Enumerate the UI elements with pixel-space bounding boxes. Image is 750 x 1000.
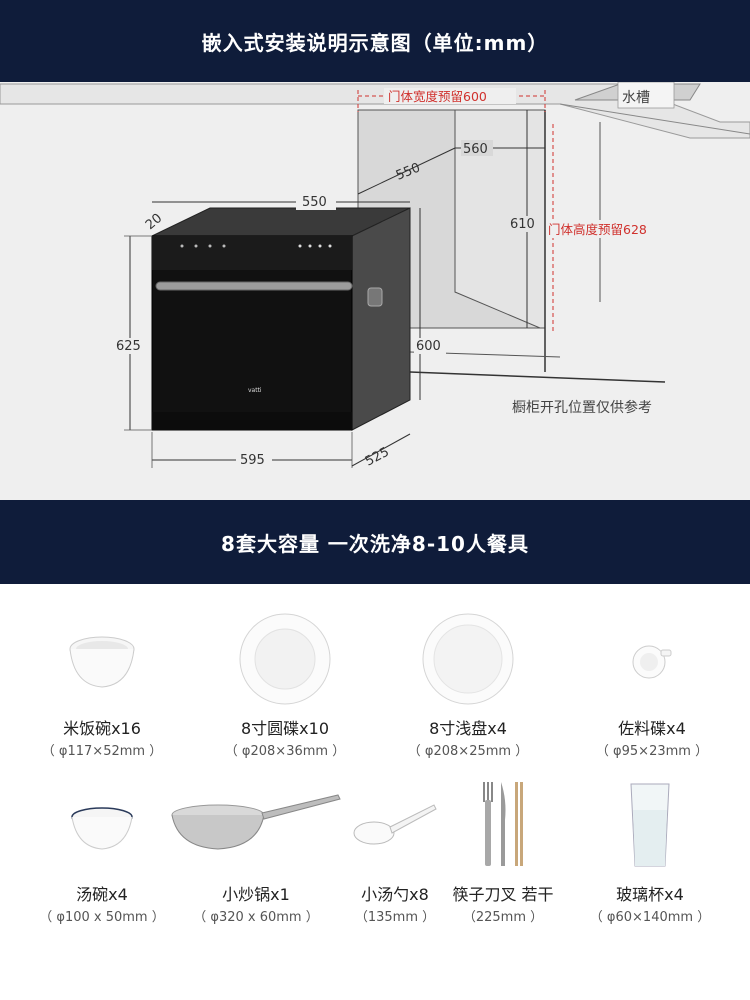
cabinet-note: 橱柜开孔位置仅供参考	[512, 399, 652, 416]
cabinet-niche-back	[454, 109, 546, 329]
item-size: （ φ320 x 60mm ）	[193, 910, 319, 925]
item-cutlery: 筷子刀叉 若干 （225mm ）	[413, 770, 593, 928]
cutlery-icon	[483, 782, 523, 866]
item-name: 小炒锅x1	[222, 885, 290, 904]
door-height-label: 门体高度预留628	[548, 222, 647, 237]
item-round-plate: 8寸圆碟x10 （ φ208×36mm ）	[195, 604, 375, 762]
machine-depth-dim: 525	[363, 445, 392, 470]
item-size: （225mm ）	[462, 910, 544, 925]
door-handle	[155, 281, 353, 291]
top-width-dim: 550	[302, 195, 327, 210]
depth-top-dim: 20	[143, 211, 165, 233]
header-banner: 嵌入式安装说明示意图（单位:mm）	[0, 0, 750, 82]
side-height-dim: 600	[416, 339, 441, 354]
machine-side	[351, 207, 411, 431]
tableware-grid: 米饭碗x16 （ φ117×52mm ） 8寸圆碟x10 （ φ208×36mm…	[0, 584, 750, 1000]
installation-diagram: 水槽 门体宽度预留600 门体高度预留628 560 550 610	[0, 82, 750, 500]
item-name: 8寸浅盘x4	[429, 719, 507, 738]
item-rice-bowl: 米饭碗x16 （ φ117×52mm ）	[12, 604, 192, 762]
item-size: （ φ60×140mm ）	[589, 910, 711, 925]
item-size: （ φ117×52mm ）	[41, 744, 163, 759]
banner-title: 嵌入式安装说明示意图（单位:mm）	[201, 30, 549, 55]
item-name: 小汤勺x8	[361, 885, 429, 904]
capacity-banner: 8套大容量 一次洗净8-10人餐具	[0, 500, 750, 584]
item-wok: 小炒锅x1 （ φ320 x 60mm ）	[166, 770, 346, 928]
shallow-plate-icon	[422, 613, 514, 705]
item-name: 玻璃杯x4	[616, 885, 684, 904]
sauce-dish-icon	[632, 645, 672, 679]
item-name: 汤碗x4	[76, 885, 128, 904]
niche-width-dim: 560	[463, 142, 488, 157]
machine-width-dim: 595	[240, 453, 265, 468]
item-soup-bowl: 汤碗x4 （ φ100 x 50mm ）	[12, 770, 192, 928]
soup-bowl-icon	[71, 807, 133, 850]
item-name: 8寸圆碟x10	[240, 719, 329, 738]
round-plate-icon	[239, 613, 331, 705]
item-sauce-dish: 佐料碟x4 （ φ95×23mm ）	[562, 604, 742, 762]
item-size: （ φ208×25mm ）	[407, 744, 529, 759]
item-shallow-plate: 8寸浅盘x4 （ φ208×25mm ）	[378, 604, 558, 762]
wok-icon	[171, 794, 341, 850]
glass-icon	[630, 783, 670, 867]
niche-height-dim: 610	[510, 217, 535, 232]
item-size: （ φ100 x 50mm ）	[39, 910, 165, 925]
item-glass: 玻璃杯x4 （ φ60×140mm ）	[560, 770, 740, 928]
door-width-label: 门体宽度预留600	[388, 89, 487, 104]
item-name: 米饭碗x16	[63, 719, 141, 738]
machine-height-dim: 625	[116, 339, 141, 354]
rice-bowl-icon	[69, 636, 135, 688]
diagram-drawing: 水槽 门体宽度预留600 门体高度预留628 560 550 610	[0, 82, 750, 470]
brand-logo: vatti	[248, 387, 262, 394]
item-name: 筷子刀叉 若干	[452, 885, 554, 904]
item-spoon: 小汤勺x8 （135mm ）	[305, 770, 485, 928]
item-name: 佐料碟x4	[618, 719, 686, 738]
item-size: （ φ208×36mm ）	[224, 744, 346, 759]
item-size: （ φ95×23mm ）	[595, 744, 709, 759]
spoon-icon	[353, 804, 437, 845]
capacity-title: 8套大容量 一次洗净8-10人餐具	[221, 531, 529, 556]
sink-label: 水槽	[622, 90, 650, 106]
item-size: （135mm ）	[354, 910, 436, 925]
